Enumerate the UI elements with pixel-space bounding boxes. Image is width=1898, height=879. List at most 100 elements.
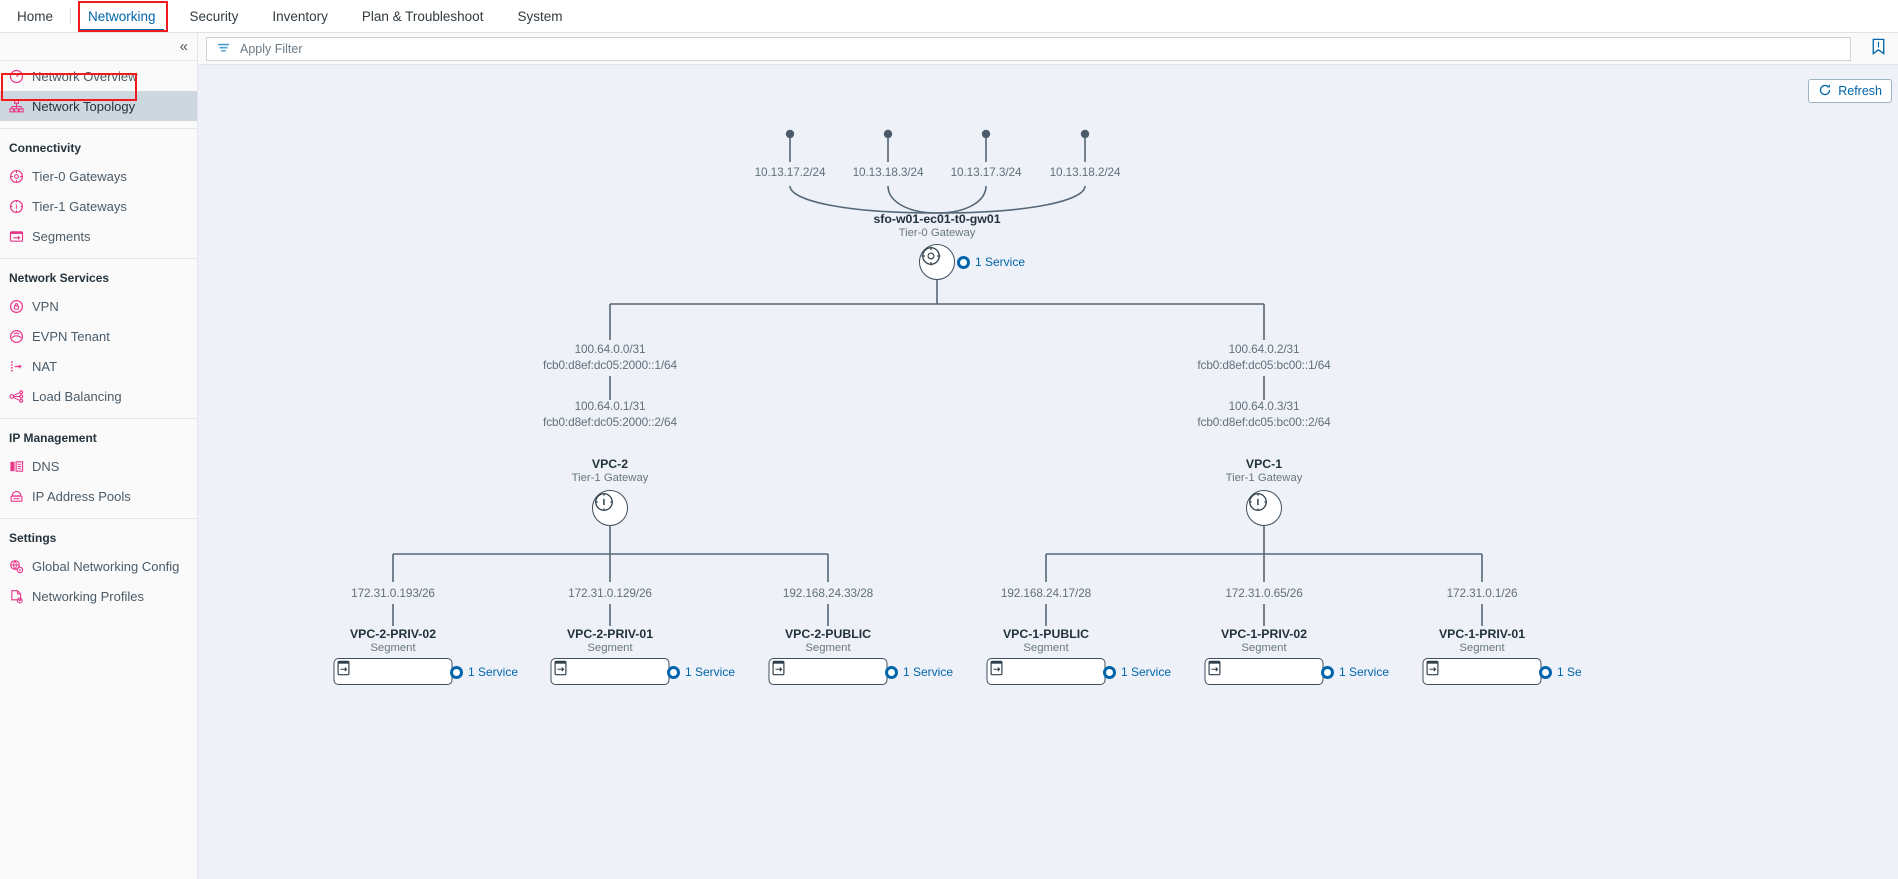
uplink-label: 10.13.17.2/24 [754, 165, 826, 179]
sidebar-divider [0, 518, 197, 519]
global-config-icon [9, 559, 24, 574]
topnav-item-inventory[interactable]: Inventory [255, 0, 345, 32]
segment-node-subtitle: Segment [370, 642, 416, 654]
segment-node-icon [337, 660, 350, 676]
segment-node[interactable] [768, 658, 888, 685]
sidebar-item-label: DNS [32, 458, 60, 474]
segment-node[interactable] [1204, 658, 1324, 685]
sidebar-item-network-topology[interactable]: Network Topology [0, 91, 197, 121]
topnav-item-home[interactable]: Home [0, 0, 70, 32]
segment-node-subtitle: Segment [1241, 642, 1287, 654]
sidebar-divider [0, 418, 197, 419]
segment-service-badge[interactable]: 1 Service [1103, 665, 1171, 679]
topology-connector-lines [392, 129, 1483, 626]
topnav-item-security[interactable]: Security [173, 0, 256, 32]
segment-node-title: VPC-2-PUBLIC [784, 627, 872, 641]
topnav-label: Security [189, 8, 239, 24]
tier0-service-badge[interactable]: 1 Service [957, 255, 1025, 269]
topnav-label: Home [17, 8, 54, 24]
sidebar-item-nat[interactable]: NAT [0, 351, 197, 381]
uplink-label: 10.13.18.3/24 [852, 165, 924, 179]
sidebar-item-dns[interactable]: DNS [0, 451, 197, 481]
sidebar-item-segments[interactable]: Segments [0, 221, 197, 251]
tier1-uplink-ipv4: 100.64.0.2/31 [1228, 342, 1300, 356]
tier0-gateway-node-icon [921, 246, 941, 266]
sidebar-collapse-button[interactable]: « [0, 33, 197, 61]
segment-node-title: VPC-1-PRIV-01 [1438, 627, 1526, 641]
segment-node-icon [1208, 660, 1221, 676]
segment-node-icon [1426, 660, 1439, 676]
apply-filter-input[interactable]: Apply Filter [206, 36, 1851, 61]
sidebar-item-load-balancing[interactable]: Load Balancing [0, 381, 197, 411]
tier1-gateway-node[interactable] [1246, 490, 1282, 526]
sidebar-item-label: Network Topology [32, 98, 136, 114]
segment-cidr-label: 172.31.0.193/26 [351, 586, 435, 600]
sidebar-item-evpn-tenant[interactable]: EVPN Tenant [0, 321, 197, 351]
bookmark-icon[interactable] [1869, 37, 1888, 61]
topnav-item-plan-troubleshoot[interactable]: Plan & Troubleshoot [345, 0, 501, 32]
segment-service-badge[interactable]: 1 Service [450, 665, 518, 679]
tier1-downlink-ipv6: fcb0:d8ef:dc05:2000::2/64 [543, 415, 677, 429]
service-dot-icon [1321, 665, 1334, 679]
segment-icon [9, 229, 24, 244]
tier1-gateway-node[interactable] [592, 490, 628, 526]
sidebar-item-vpn[interactable]: VPN [0, 291, 197, 321]
service-count-label: 1 Service [468, 665, 519, 679]
segment-node[interactable] [550, 658, 670, 685]
sidebar-item-global-networking-config[interactable]: Global Networking Config [0, 551, 197, 581]
sidebar-group-network-services: Network Services [9, 271, 110, 285]
service-dot-icon [1539, 665, 1552, 679]
sidebar-item-ip-address-pools[interactable]: IP Address Pools [0, 481, 197, 511]
refresh-button[interactable]: Refresh [1808, 79, 1892, 103]
topnav-label: Inventory [272, 8, 328, 24]
sidebar-item-label: Segments [32, 228, 91, 244]
segment-cidr-label: 192.168.24.33/28 [782, 586, 874, 600]
tier1-node-title: VPC-1 [1245, 457, 1283, 471]
topnav-item-system[interactable]: System [500, 0, 579, 32]
segment-node-subtitle: Segment [805, 642, 851, 654]
sidebar-item-label: NAT [32, 358, 58, 374]
dns-icon [9, 459, 24, 474]
sidebar-item-network-overview[interactable]: Network Overview [0, 61, 197, 91]
sidebar-item-label: Network Overview [32, 68, 138, 84]
sidebar-item-tier-1-gateways[interactable]: Tier-1 Gateways [0, 191, 197, 221]
uplink-label: 10.13.17.3/24 [950, 165, 1022, 179]
segment-node[interactable] [1422, 658, 1542, 685]
topnav-item-networking[interactable]: Networking [71, 0, 173, 32]
service-dot-icon [957, 255, 970, 269]
segment-node[interactable] [986, 658, 1106, 685]
segment-service-badge[interactable]: 1 Service [1321, 665, 1389, 679]
service-count-label: 1 Se [1557, 665, 1582, 679]
main-content: Apply Filter Refresh [198, 33, 1898, 879]
sidebar-item-label: Tier-0 Gateways [32, 168, 127, 184]
topology-icon [9, 99, 24, 114]
tier1-node-title: VPC-2 [591, 457, 629, 471]
top-navigation-bar: Home Networking Security Inventory Plan … [0, 0, 1898, 33]
filter-icon [216, 40, 231, 58]
sidebar-item-label: Networking Profiles [32, 588, 144, 604]
topnav-label: Networking [88, 8, 156, 24]
tier1-node-subtitle: Tier-1 Gateway [571, 472, 649, 484]
tier0-gateway-node[interactable] [919, 244, 955, 280]
segment-service-badge[interactable]: 1 Se [1539, 665, 1582, 679]
segment-node[interactable] [333, 658, 453, 685]
tier1-uplink-ipv4: 100.64.0.0/31 [574, 342, 646, 356]
sidebar-item-networking-profiles[interactable]: Networking Profiles [0, 581, 197, 611]
topology-canvas[interactable]: Refresh 10.13.17.2/24 10.13.18.3/24 10.13.… [198, 65, 1898, 879]
segment-node-title: VPC-2-PRIV-02 [349, 627, 437, 641]
service-dot-icon [450, 665, 463, 679]
tier0-node-subtitle: Tier-0 Gateway [898, 227, 976, 239]
segment-service-badge[interactable]: 1 Service [885, 665, 953, 679]
segment-cidr-label: 172.31.0.1/26 [1446, 586, 1518, 600]
gauge-icon [9, 69, 24, 84]
sidebar-item-tier-0-gateways[interactable]: Tier-0 Gateways [0, 161, 197, 191]
sidebar-group-connectivity: Connectivity [9, 141, 82, 155]
tier1-gateway-icon [9, 199, 24, 214]
filter-bar-actions [1859, 37, 1898, 61]
segment-service-badge[interactable]: 1 Service [667, 665, 735, 679]
segment-cidr-label: 172.31.0.129/26 [568, 586, 652, 600]
segment-cidr-label: 192.168.24.17/28 [1000, 586, 1092, 600]
double-chevron-left-icon: « [179, 38, 188, 55]
segment-node-title: VPC-1-PRIV-02 [1220, 627, 1308, 641]
sidebar-group-ip-management: IP Management [9, 431, 97, 445]
